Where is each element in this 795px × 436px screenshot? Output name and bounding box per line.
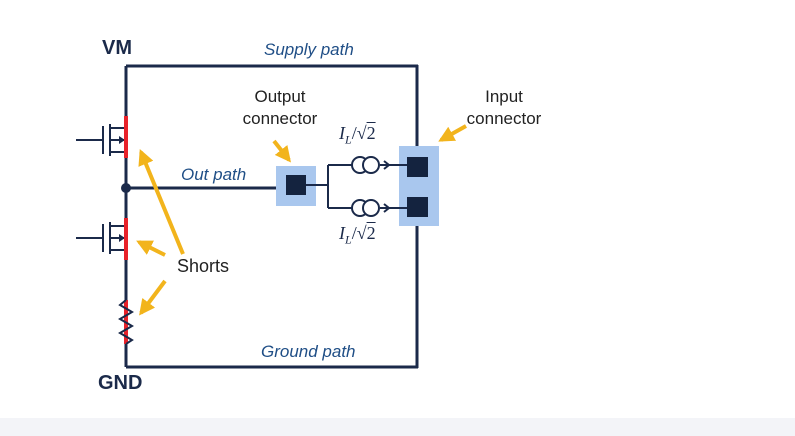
current-radicand: 2 xyxy=(366,223,376,243)
ground-path-label: Ground path xyxy=(261,342,356,361)
input-connector-label: Input connector xyxy=(456,86,552,130)
mosfet-high-side-icon xyxy=(76,124,126,156)
vm-rail-label: VM xyxy=(102,37,132,59)
shorts-label: Shorts xyxy=(177,256,230,276)
input-connector-pin-bottom xyxy=(407,197,428,217)
annotation-arrows xyxy=(136,124,467,316)
current-source-icon xyxy=(351,199,391,217)
switch-node-dot xyxy=(121,183,131,193)
arrow-input-connector xyxy=(438,124,467,142)
short-marker-high-side xyxy=(124,116,128,158)
gnd-rail-label: GND xyxy=(98,372,143,394)
current-source-bottom-label: IL/√2 xyxy=(339,224,376,246)
current-operator: /√ xyxy=(351,123,367,143)
input-connector-pin-top xyxy=(407,157,428,177)
input-connector-label-line2: connector xyxy=(466,109,542,128)
current-source-top-label: IL/√2 xyxy=(339,124,376,146)
arrow-output-connector xyxy=(272,139,291,163)
output-connector-label-line2: connector xyxy=(242,109,318,128)
current-subscript: L xyxy=(345,132,352,147)
resistor-icon xyxy=(118,299,134,345)
current-subscript: L xyxy=(345,232,352,247)
out-path-label: Out path xyxy=(181,165,247,184)
supply-path-label: Supply path xyxy=(264,40,354,59)
current-source-branches xyxy=(306,164,407,209)
current-source-icon xyxy=(351,156,391,174)
short-marker-low-side xyxy=(124,218,128,260)
output-connector-pin xyxy=(286,175,306,195)
mosfet-low-side-icon xyxy=(76,222,126,254)
current-symbol: I xyxy=(339,223,345,243)
arrow-short-low-side xyxy=(136,240,166,257)
arrow-short-high-side xyxy=(138,149,185,255)
output-connector-label: Output connector xyxy=(232,86,328,130)
current-symbol: I xyxy=(339,123,345,143)
arrow-short-resistor xyxy=(139,279,167,316)
output-connector-label-line1: Output xyxy=(254,87,306,106)
bottom-band xyxy=(0,418,795,436)
current-radicand: 2 xyxy=(366,123,376,143)
input-connector-label-line1: Input xyxy=(485,87,523,106)
current-operator: /√ xyxy=(351,223,367,243)
